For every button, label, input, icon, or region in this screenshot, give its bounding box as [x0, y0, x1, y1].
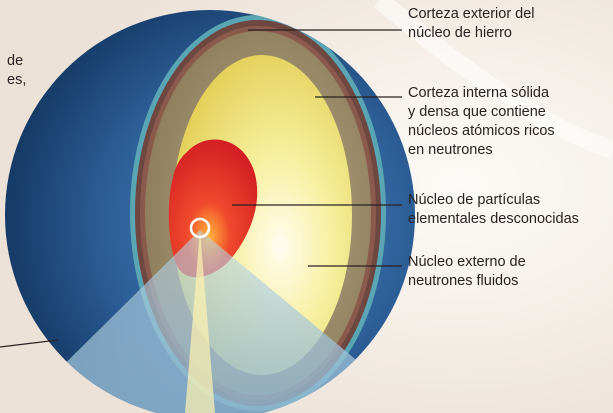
label-inner-solid-crust: Corteza interna sólida y densa que conti…	[408, 84, 555, 160]
left-text-fragment: de es,	[7, 52, 26, 90]
label-outer-iron-crust: Corteza exterior del núcleo de hierro	[408, 5, 535, 43]
label-inner-core: Núcleo de partículas elementales descono…	[408, 191, 579, 229]
label-outer-fluid-core: Núcleo externo de neutrones fluidos	[408, 253, 526, 291]
